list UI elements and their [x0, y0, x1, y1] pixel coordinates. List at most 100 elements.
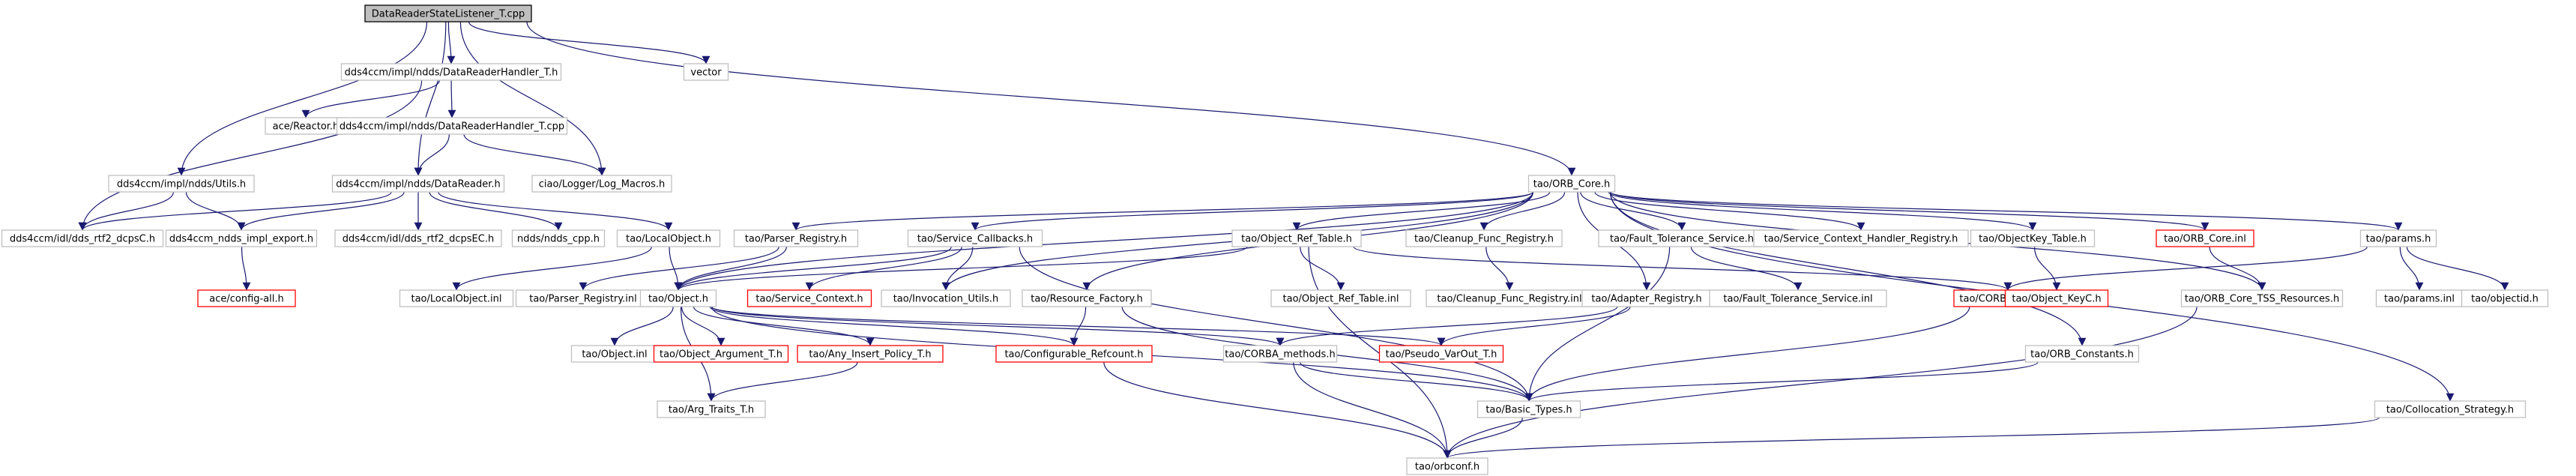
graph-node[interactable]: tao/CORBA_methods.h	[1222, 345, 1338, 363]
graph-node[interactable]: tao/Pseudo_VarOut_T.h	[1378, 345, 1504, 363]
graph-node[interactable]: tao/ORB_Core.inl	[2156, 229, 2254, 247]
graph-node[interactable]: dds4ccm/impl/ndds/DataReaderHandler_T.h	[340, 63, 562, 81]
node-label: tao/CORBA_methods.h	[1225, 349, 1335, 361]
graph-node[interactable]: tao/Parser_Registry.inl	[515, 289, 651, 307]
graph-node[interactable]: tao/Object_Ref_Table.inl	[1270, 289, 1411, 307]
node-box	[2359, 229, 2437, 247]
edge-n26-n39	[610, 306, 674, 346]
graph-node[interactable]: tao/Service_Callbacks.h	[907, 229, 1043, 247]
edge-n18-n30	[1300, 246, 1345, 291]
edge-n1-n3	[301, 79, 441, 118]
graph-node[interactable]: tao/Parser_Registry.h	[733, 229, 859, 247]
node-box	[683, 63, 729, 81]
node-box	[108, 175, 255, 193]
edge-n13-n26	[669, 246, 683, 291]
edge-n19-n31	[1485, 246, 1514, 291]
graph-node[interactable]: tao/Collocation_Strategy.h	[2374, 400, 2527, 418]
graph-node[interactable]: tao/Object_Ref_Table.h	[1231, 229, 1362, 247]
node-box	[1476, 400, 1581, 418]
node-box	[1222, 345, 1338, 363]
edge-n26-n40	[681, 306, 726, 346]
edge-n36-n49	[1443, 306, 2198, 459]
graph-node[interactable]: tao/ORB_Constants.h	[2024, 345, 2140, 363]
graph-node[interactable]: dds4ccm/impl/ndds/Utils.h	[108, 175, 255, 193]
node-label: dds4ccm/impl/ndds/DataReader.h	[336, 179, 501, 190]
edge-n8-n24	[1609, 191, 2402, 231]
node-label: tao/Object.h	[648, 294, 708, 305]
node-label: tao/Basic_Types.h	[1485, 405, 1572, 416]
edge-n0-n2	[468, 21, 711, 64]
node-box	[1527, 175, 1616, 193]
graph-node[interactable]: ciao/Logger/Log_Macros.h	[531, 175, 672, 193]
graph-node[interactable]: tao/ORB_Core_TSS_Resources.h	[2180, 289, 2344, 307]
node-label: tao/ORB_Constants.h	[2030, 349, 2134, 361]
node-label: tao/ObjectKey_Table.h	[1979, 234, 2087, 245]
edge-n0-n1	[447, 21, 456, 64]
graph-node[interactable]: tao/ObjectKey_Table.h	[1970, 229, 2096, 247]
graph-node[interactable]: dds4ccm/impl/ndds/DataReader.h	[331, 175, 505, 193]
node-label: tao/Cleanup_Func_Registry.inl	[1437, 294, 1581, 305]
graph-node[interactable]: tao/ORB_Core.h	[1527, 175, 1616, 193]
graph-node[interactable]: tao/Cleanup_Func_Registry.inl	[1426, 289, 1593, 307]
edge-n24-n34	[2003, 246, 2368, 291]
edge-n0-n6	[459, 21, 606, 176]
edge-n20-n33	[1690, 246, 1803, 291]
node-label: DataReaderStateListener_T.cpp	[372, 9, 525, 20]
graph-node[interactable]: tao/Object_Argument_T.h	[653, 345, 789, 363]
graph-node[interactable]: tao/Cleanup_Func_Registry.h	[1405, 229, 1563, 247]
edge-n23-n36	[2209, 246, 2266, 291]
edge-n24-n38	[2406, 246, 2509, 291]
graph-node[interactable]: tao/params.inl	[2375, 289, 2464, 307]
node-label: ace/config-all.h	[209, 294, 284, 305]
graph-node[interactable]: dds4ccm/idl/dds_rtf2_dcpsEC.h	[334, 229, 502, 247]
graph-node[interactable]: tao/Any_Insert_Policy_T.h	[797, 345, 944, 363]
edge-n0-n7	[414, 21, 447, 176]
node-box	[340, 63, 562, 81]
graph-node[interactable]: tao/Configurable_Refcount.h	[995, 345, 1153, 363]
edge-n7-n9	[78, 191, 392, 231]
node-box	[1405, 229, 1563, 247]
graph-node[interactable]: tao/Service_Context.h	[746, 289, 872, 307]
graph-node[interactable]: tao/Fault_Tolerance_Service.inl	[1709, 289, 1887, 307]
node-label: tao/Object_Ref_Table.h	[1241, 234, 1352, 245]
graph-node[interactable]: tao/Service_Context_Handler_Registry.h	[1753, 229, 1969, 247]
graph-node[interactable]: dds4ccm_ndds_impl_export.h	[165, 229, 318, 247]
graph-node[interactable]: dds4ccm/idl/dds_rtf2_dcpsC.h	[1, 229, 164, 247]
graph-node[interactable]: tao/orbconf.h	[1406, 457, 1488, 475]
graph-node[interactable]: dds4ccm/impl/ndds/DataReaderHandler_T.cp…	[336, 117, 568, 135]
graph-node[interactable]: tao/Fault_Tolerance_Service.h	[1598, 229, 1766, 247]
edge-n32-n44	[1437, 306, 1631, 346]
edge-n20-n47	[1524, 246, 1671, 402]
graph-node[interactable]: ace/config-all.h	[197, 289, 296, 307]
edge-n8-n23	[1609, 191, 2209, 231]
graph-node[interactable]: tao/Basic_Types.h	[1476, 400, 1581, 418]
graph-node[interactable]: tao/Object.inl	[570, 345, 659, 363]
graph-node[interactable]: DataReaderStateListener_T.cpp	[364, 4, 532, 22]
graph-node[interactable]: tao/params.h	[2359, 229, 2437, 247]
graph-node[interactable]: ace/Reactor.h	[265, 117, 347, 135]
nodes-layer: DataReaderStateListener_T.cpp dds4ccm/imp…	[1, 4, 2549, 475]
graph-node[interactable]: tao/Adapter_Registry.h	[1581, 289, 1712, 307]
graph-node[interactable]: tao/Object.h	[639, 289, 717, 307]
graph-node[interactable]: tao/objectid.h	[2461, 289, 2549, 307]
graph-node[interactable]: tao/LocalObject.h	[616, 229, 721, 247]
graph-node[interactable]: tao/Object_KeyC.h	[2004, 289, 2109, 307]
node-box	[653, 345, 789, 363]
graph-node[interactable]: tao/LocalObject.inl	[399, 289, 514, 307]
edge-n4-n6	[463, 133, 606, 176]
graph-node[interactable]: tao/Resource_Factory.h	[1022, 289, 1152, 307]
graph-node[interactable]: tao/Arg_Traits_T.h	[657, 400, 766, 418]
edge-n1-n9	[78, 79, 423, 231]
edge-n8-n21	[1594, 191, 1865, 231]
edge-n7-n13	[438, 191, 673, 231]
node-box	[336, 117, 568, 135]
graph-node[interactable]: ndds/ndds_cpp.h	[511, 229, 606, 247]
node-box	[1022, 289, 1152, 307]
node-box	[2461, 289, 2549, 307]
graph-node[interactable]: vector	[683, 63, 729, 81]
node-box	[1753, 229, 1969, 247]
node-label: tao/Object_KeyC.h	[2012, 294, 2101, 305]
graph-node[interactable]: tao/Invocation_Utils.h	[881, 289, 1011, 307]
edge-n8-n20	[1580, 191, 1686, 231]
edge-n5-n9	[78, 191, 175, 231]
